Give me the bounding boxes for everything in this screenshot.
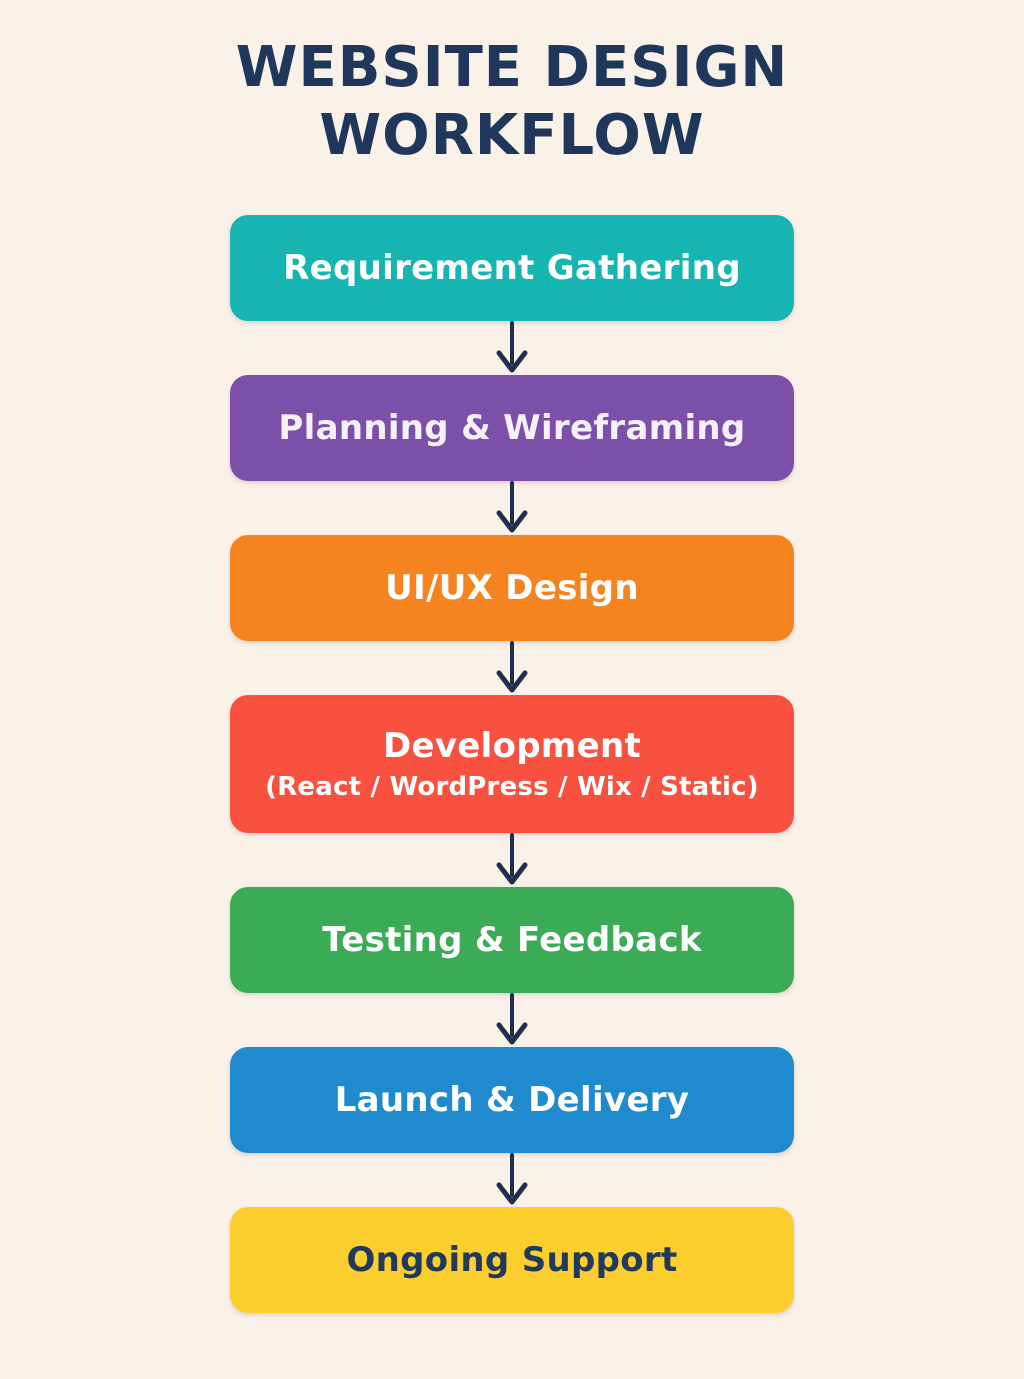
- page-title: WEBSITE DESIGN WORKFLOW: [236, 34, 789, 171]
- flow-step-label: Ongoing Support: [346, 1239, 678, 1280]
- flow-step-uiux-design: UI/UX Design: [230, 534, 794, 641]
- flow-step-label: Planning & Wireframing: [278, 407, 746, 448]
- flow-step-label: UI/UX Design: [385, 567, 639, 608]
- down-arrow-icon: [496, 992, 528, 1045]
- page-title-line1: WEBSITE DESIGN: [235, 35, 789, 100]
- flow-step-planning-wireframing: Planning & Wireframing: [230, 374, 794, 481]
- flow-step-label: Launch & Delivery: [334, 1079, 690, 1120]
- flow-step-label: Development: [382, 725, 642, 766]
- flow-step-requirement-gathering: Requirement Gathering: [230, 214, 794, 321]
- flow-step-label: Requirement Gathering: [283, 247, 741, 288]
- down-arrow-icon: [496, 832, 528, 885]
- page-title-line2: WORKFLOW: [319, 103, 705, 169]
- flow-step-ongoing-support: Ongoing Support: [230, 1206, 794, 1313]
- down-arrow-icon: [496, 320, 528, 373]
- flow-step-development: Development (React / WordPress / Wix / S…: [230, 694, 794, 833]
- workflow-diagram: Requirement Gathering Planning & Wirefra…: [230, 214, 794, 1313]
- flow-step-label: Testing & Feedback: [322, 919, 702, 960]
- flow-step-sublabel: (React / WordPress / Wix / Static): [265, 771, 759, 802]
- flow-step-testing-feedback: Testing & Feedback: [230, 886, 794, 993]
- down-arrow-icon: [496, 640, 528, 693]
- down-arrow-icon: [496, 1152, 528, 1205]
- down-arrow-icon: [496, 480, 528, 533]
- flow-step-launch-delivery: Launch & Delivery: [230, 1046, 794, 1153]
